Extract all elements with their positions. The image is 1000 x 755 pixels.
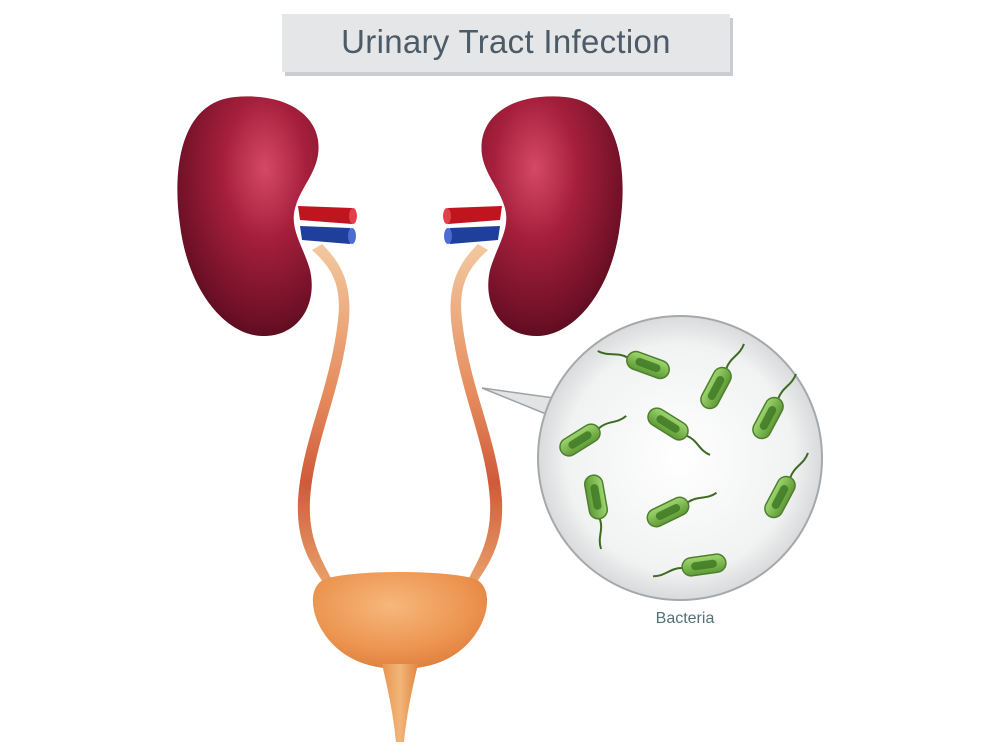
bacteria-label: Bacteria (655, 610, 715, 627)
callout-pointer (481, 387, 556, 415)
diagram-title: Urinary Tract Infection (341, 23, 671, 60)
left-renal-vessels (298, 206, 357, 244)
right-renal-vessels (443, 206, 502, 244)
left-ureter (297, 244, 350, 585)
urethra (382, 664, 418, 742)
right-ureter (450, 244, 503, 585)
bacteria-magnifier (537, 315, 823, 601)
right-kidney (481, 96, 623, 337)
left-kidney (177, 96, 319, 337)
bladder (312, 572, 488, 669)
title-banner: Urinary Tract Infection (282, 14, 730, 72)
